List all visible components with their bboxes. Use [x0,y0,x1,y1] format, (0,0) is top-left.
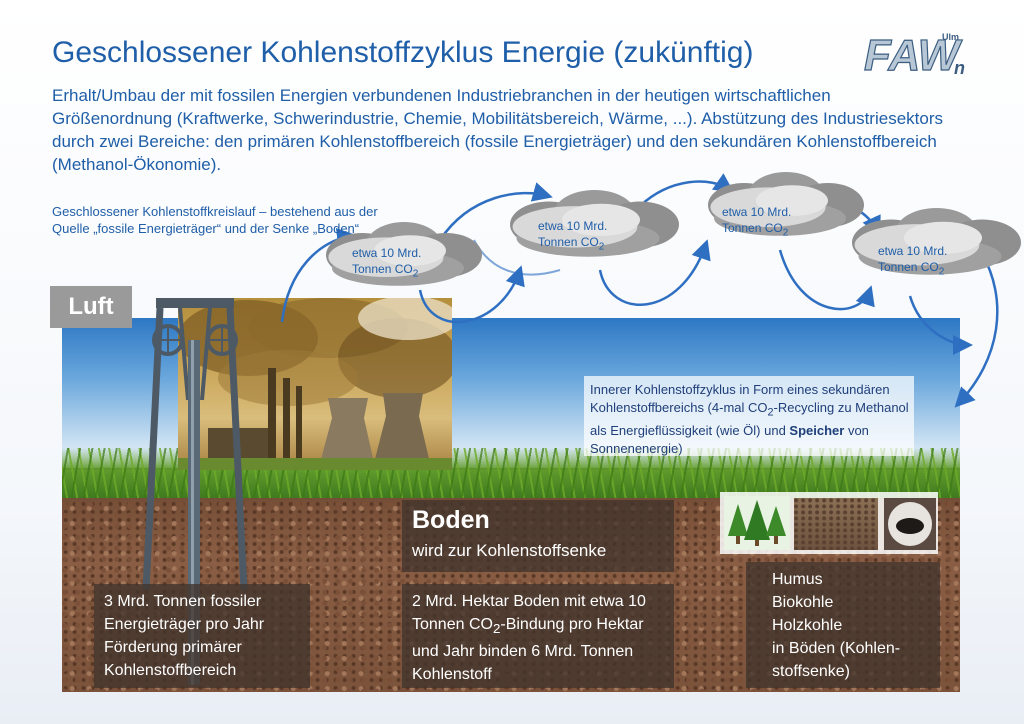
boden-subtitle: wird zur Kohlenstoffsenke [412,541,607,560]
sink-item: Holzkohle [772,617,843,634]
cloud-label-line1: etwa 10 Mrd. [878,244,948,258]
cloud-label-line1: etwa 10 Mrd. [538,219,608,233]
intro-text: Erhalt/Umbau der mit fossilen Energien v… [52,86,943,174]
cloud-label-line2: Tonnen CO2 [352,262,419,280]
sink-item: stoffsenke) [772,663,850,680]
fossil-box-text: 3 Mrd. Tonnen fossiler Energieträger pro… [104,593,265,679]
fossil-box [94,584,310,688]
trees-thumbnail [724,496,790,550]
cloud-label-1: etwa 10 Mrd. Tonnen CO2 [352,245,421,282]
soil-binding-text: 2 Mrd. Hektar Boden mit etwa 10 Tonnen C… [412,593,646,684]
mining-tower-graphic [140,290,250,690]
soil-binding-box [402,584,674,688]
inner-cycle-text: Innerer Kohlenstoffzyklus in Form eines … [590,382,909,456]
logo-subscript: n [954,58,965,78]
cloud-label-line2: Tonnen CO2 [722,221,789,239]
cloud-label-3: etwa 10 Mrd. Tonnen CO2 [722,204,791,241]
page-title: Geschlossener Kohlenstoffzyklus Energie … [52,36,754,69]
fawn-logo: FAW n Ulm [862,28,972,80]
boden-box [402,500,674,572]
soil-thumbnail [794,498,878,550]
cloud-label-line1: etwa 10 Mrd. [352,246,422,260]
inner-cycle-box [584,376,914,456]
sink-item: Humus [772,571,823,588]
cloud-label-line2: Tonnen CO2 [878,260,945,278]
logo-text: FAW [864,31,963,80]
power-plant-image [178,298,452,470]
sink-item: Biokohle [772,594,834,611]
boden-title: Boden [412,506,490,534]
cloud-label-line2: Tonnen CO2 [538,235,605,253]
cloud-label-4: etwa 10 Mrd. Tonnen CO2 [878,243,947,280]
cloud-label-2: etwa 10 Mrd. Tonnen CO2 [538,218,607,255]
cloud-label-line1: etwa 10 Mrd. [722,205,792,219]
charcoal-thumbnail [884,498,936,550]
logo-city: Ulm [942,32,959,42]
sink-item: in Böden (Kohlen- [772,640,901,657]
luft-label: Luft [50,286,132,328]
carbon-sink-box [746,562,940,688]
cycle-caption: Geschlossener Kohlenstoffkreislauf – bes… [52,204,378,236]
carbon-sink-list: Humus Biokohle Holzkohle in Böden (Kohle… [772,568,942,683]
